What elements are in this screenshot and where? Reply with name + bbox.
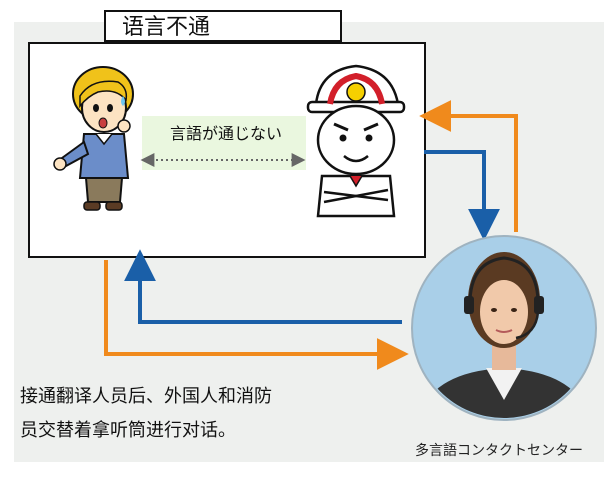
speech-bubble-text: 言語が通じない xyxy=(169,124,282,143)
call-center-operator-icon xyxy=(411,235,597,421)
title-label: 语言不通 xyxy=(104,10,342,42)
blue-arrow-scene-to-center xyxy=(424,150,500,241)
orange-arrow-center-to-scene xyxy=(419,100,518,232)
firefighter-icon xyxy=(306,64,406,218)
blue-arrow-center-to-scene xyxy=(124,249,402,324)
caption-line: 员交替着拿听筒进行对话。 xyxy=(20,420,236,441)
orange-arrow-scene-to-center xyxy=(104,260,409,370)
call-center-label: 多言語コンタクトセンター xyxy=(415,443,583,459)
caption: 接通翻译人员后、外国人和消防 员交替着拿听筒进行对话。 xyxy=(20,380,392,448)
foreigner-person-icon xyxy=(53,66,134,211)
caption-line: 接通翻译人员后、外国人和消防 xyxy=(20,386,272,407)
